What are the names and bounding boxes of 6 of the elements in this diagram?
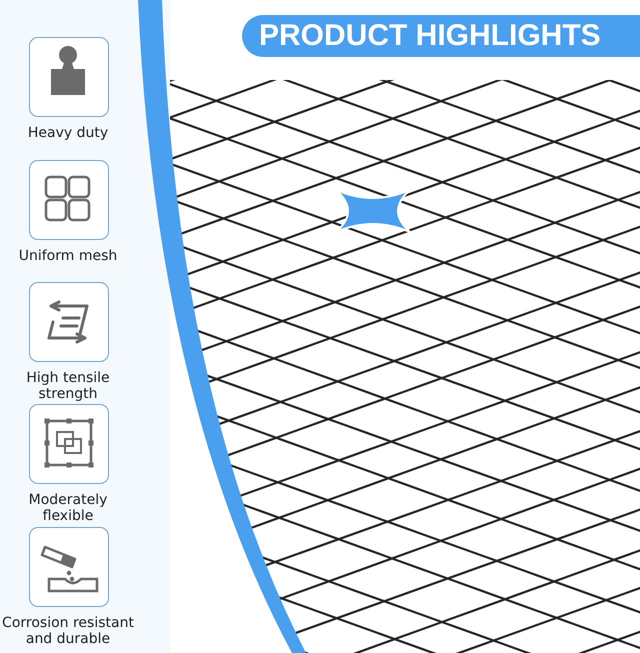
feature-label: Corrosion resistant and durable — [1, 615, 135, 647]
feature-label: High tensile strength — [25, 370, 111, 402]
title-banner: PRODUCT HIGHLIGHTS — [242, 15, 640, 57]
feature-label: Heavy duty — [26, 125, 110, 141]
feature-label: Moderately flexible — [28, 492, 108, 524]
feature-label: Uniform mesh — [18, 248, 118, 264]
